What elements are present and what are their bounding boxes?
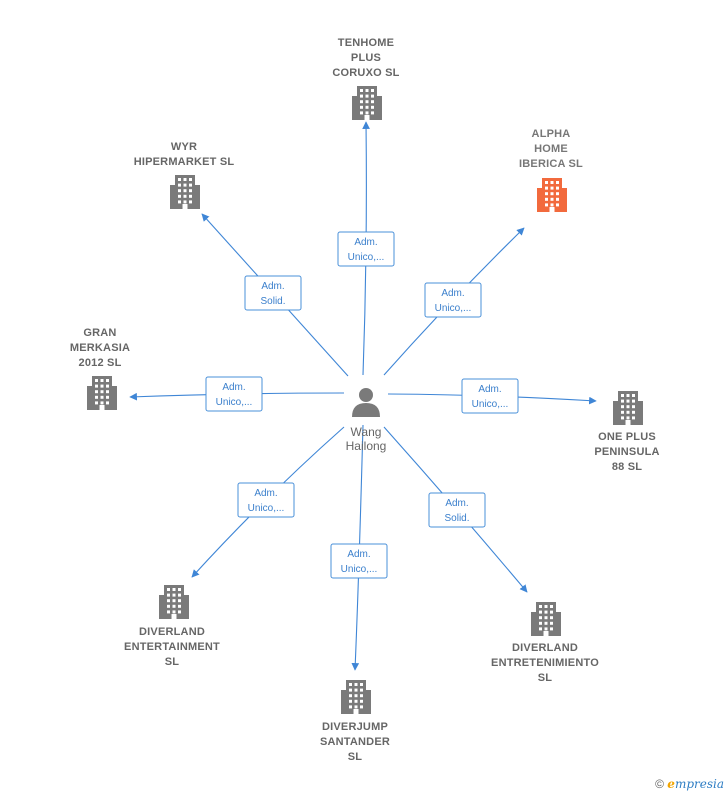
company-name-line: ONE PLUS — [598, 431, 656, 443]
building-icon — [613, 391, 643, 425]
building-icon — [352, 86, 382, 120]
relation-label: Adm. — [222, 382, 245, 393]
company-name-line: DIVERLAND — [512, 642, 578, 654]
company-name-line: ENTERTAINMENT — [124, 641, 220, 653]
relation-badge-entertainment[interactable]: Adm. Unico,... — [237, 482, 295, 518]
relation-label: Unico,... — [216, 397, 253, 408]
company-name-line: 2012 SL — [79, 357, 122, 369]
company-name-line: HOME — [534, 143, 568, 155]
relation-label: Unico,... — [248, 503, 285, 514]
company-name-line: DIVERJUMP — [322, 721, 388, 733]
person-name-line: Wang — [351, 425, 382, 439]
person-name-line: Hailong — [346, 439, 387, 453]
relation-badge-gran[interactable]: Adm. Unico,... — [205, 376, 263, 412]
company-name-line: SL — [538, 672, 553, 684]
company-node-oneplus[interactable]: ONE PLUS PENINSULA 88 SL — [594, 391, 659, 473]
relation-label: Solid. — [444, 513, 469, 524]
company-node-alpha[interactable]: ALPHA HOME IBERICA SL — [519, 128, 583, 212]
relation-label: Solid. — [260, 296, 285, 307]
company-name-line: CORUXO SL — [332, 67, 399, 79]
building-icon — [159, 585, 189, 619]
company-name-line: WYR — [171, 141, 197, 153]
copyright-footer: © empresia — [655, 777, 724, 791]
company-name-line: SL — [165, 656, 180, 668]
building-icon — [341, 680, 371, 714]
building-icon — [170, 175, 200, 209]
relation-badge-wyr[interactable]: Adm. Solid. — [244, 275, 302, 311]
copyright-icon: © — [655, 777, 664, 791]
building-icon — [531, 602, 561, 636]
relation-label: Adm. — [254, 488, 277, 499]
company-node-diverjump[interactable]: DIVERJUMP SANTANDER SL — [320, 680, 390, 763]
empresia-logo[interactable]: empresia — [667, 777, 724, 791]
relation-label: Unico,... — [341, 564, 378, 575]
relation-label: Adm. — [478, 384, 501, 395]
relation-label: Adm. — [445, 498, 468, 509]
company-name-line: DIVERLAND — [139, 626, 205, 638]
company-name-line: IBERICA SL — [519, 158, 583, 170]
company-node-entretenimiento[interactable]: DIVERLAND ENTRETENIMIENTO SL — [491, 602, 599, 684]
company-name-line: 88 SL — [612, 461, 642, 473]
relation-label: Unico,... — [435, 303, 472, 314]
company-name-line: PLUS — [351, 52, 381, 64]
company-node-entertainment[interactable]: DIVERLAND ENTERTAINMENT SL — [124, 585, 220, 668]
company-name-line: SANTANDER — [320, 736, 390, 748]
relation-label: Adm. — [347, 549, 370, 560]
building-icon — [537, 178, 567, 212]
company-name-line: ALPHA — [532, 128, 571, 140]
company-name-line: HIPERMARKET SL — [134, 156, 235, 168]
relation-label: Unico,... — [348, 252, 385, 263]
company-node-gran[interactable]: GRAN MERKASIA 2012 SL — [70, 327, 130, 410]
company-name-line: ENTRETENIMIENTO — [491, 657, 599, 669]
relation-badge-oneplus[interactable]: Adm. Unico,... — [461, 378, 519, 414]
relation-label: Adm. — [441, 288, 464, 299]
company-name-line: TENHOME — [338, 37, 394, 49]
relation-label: Adm. — [354, 237, 377, 248]
relation-badge-alpha[interactable]: Adm. Unico,... — [424, 282, 482, 318]
company-node-tenhome[interactable]: TENHOME PLUS CORUXO SL — [332, 37, 399, 120]
building-icon — [87, 376, 117, 410]
relation-label: Adm. — [261, 281, 284, 292]
relation-label: Unico,... — [472, 399, 509, 410]
relation-badge-entretenimiento[interactable]: Adm. Solid. — [428, 492, 486, 528]
relation-badge-tenhome[interactable]: Adm. Unico,... — [337, 231, 395, 267]
company-name-line: MERKASIA — [70, 342, 130, 354]
company-node-wyr[interactable]: WYR HIPERMARKET SL — [134, 141, 235, 209]
company-name-line: PENINSULA — [594, 446, 659, 458]
relation-badge-diverjump[interactable]: Adm. Unico,... — [330, 543, 388, 579]
person-icon — [352, 388, 380, 417]
company-name-line: SL — [348, 751, 363, 763]
company-name-line: GRAN — [83, 327, 116, 339]
